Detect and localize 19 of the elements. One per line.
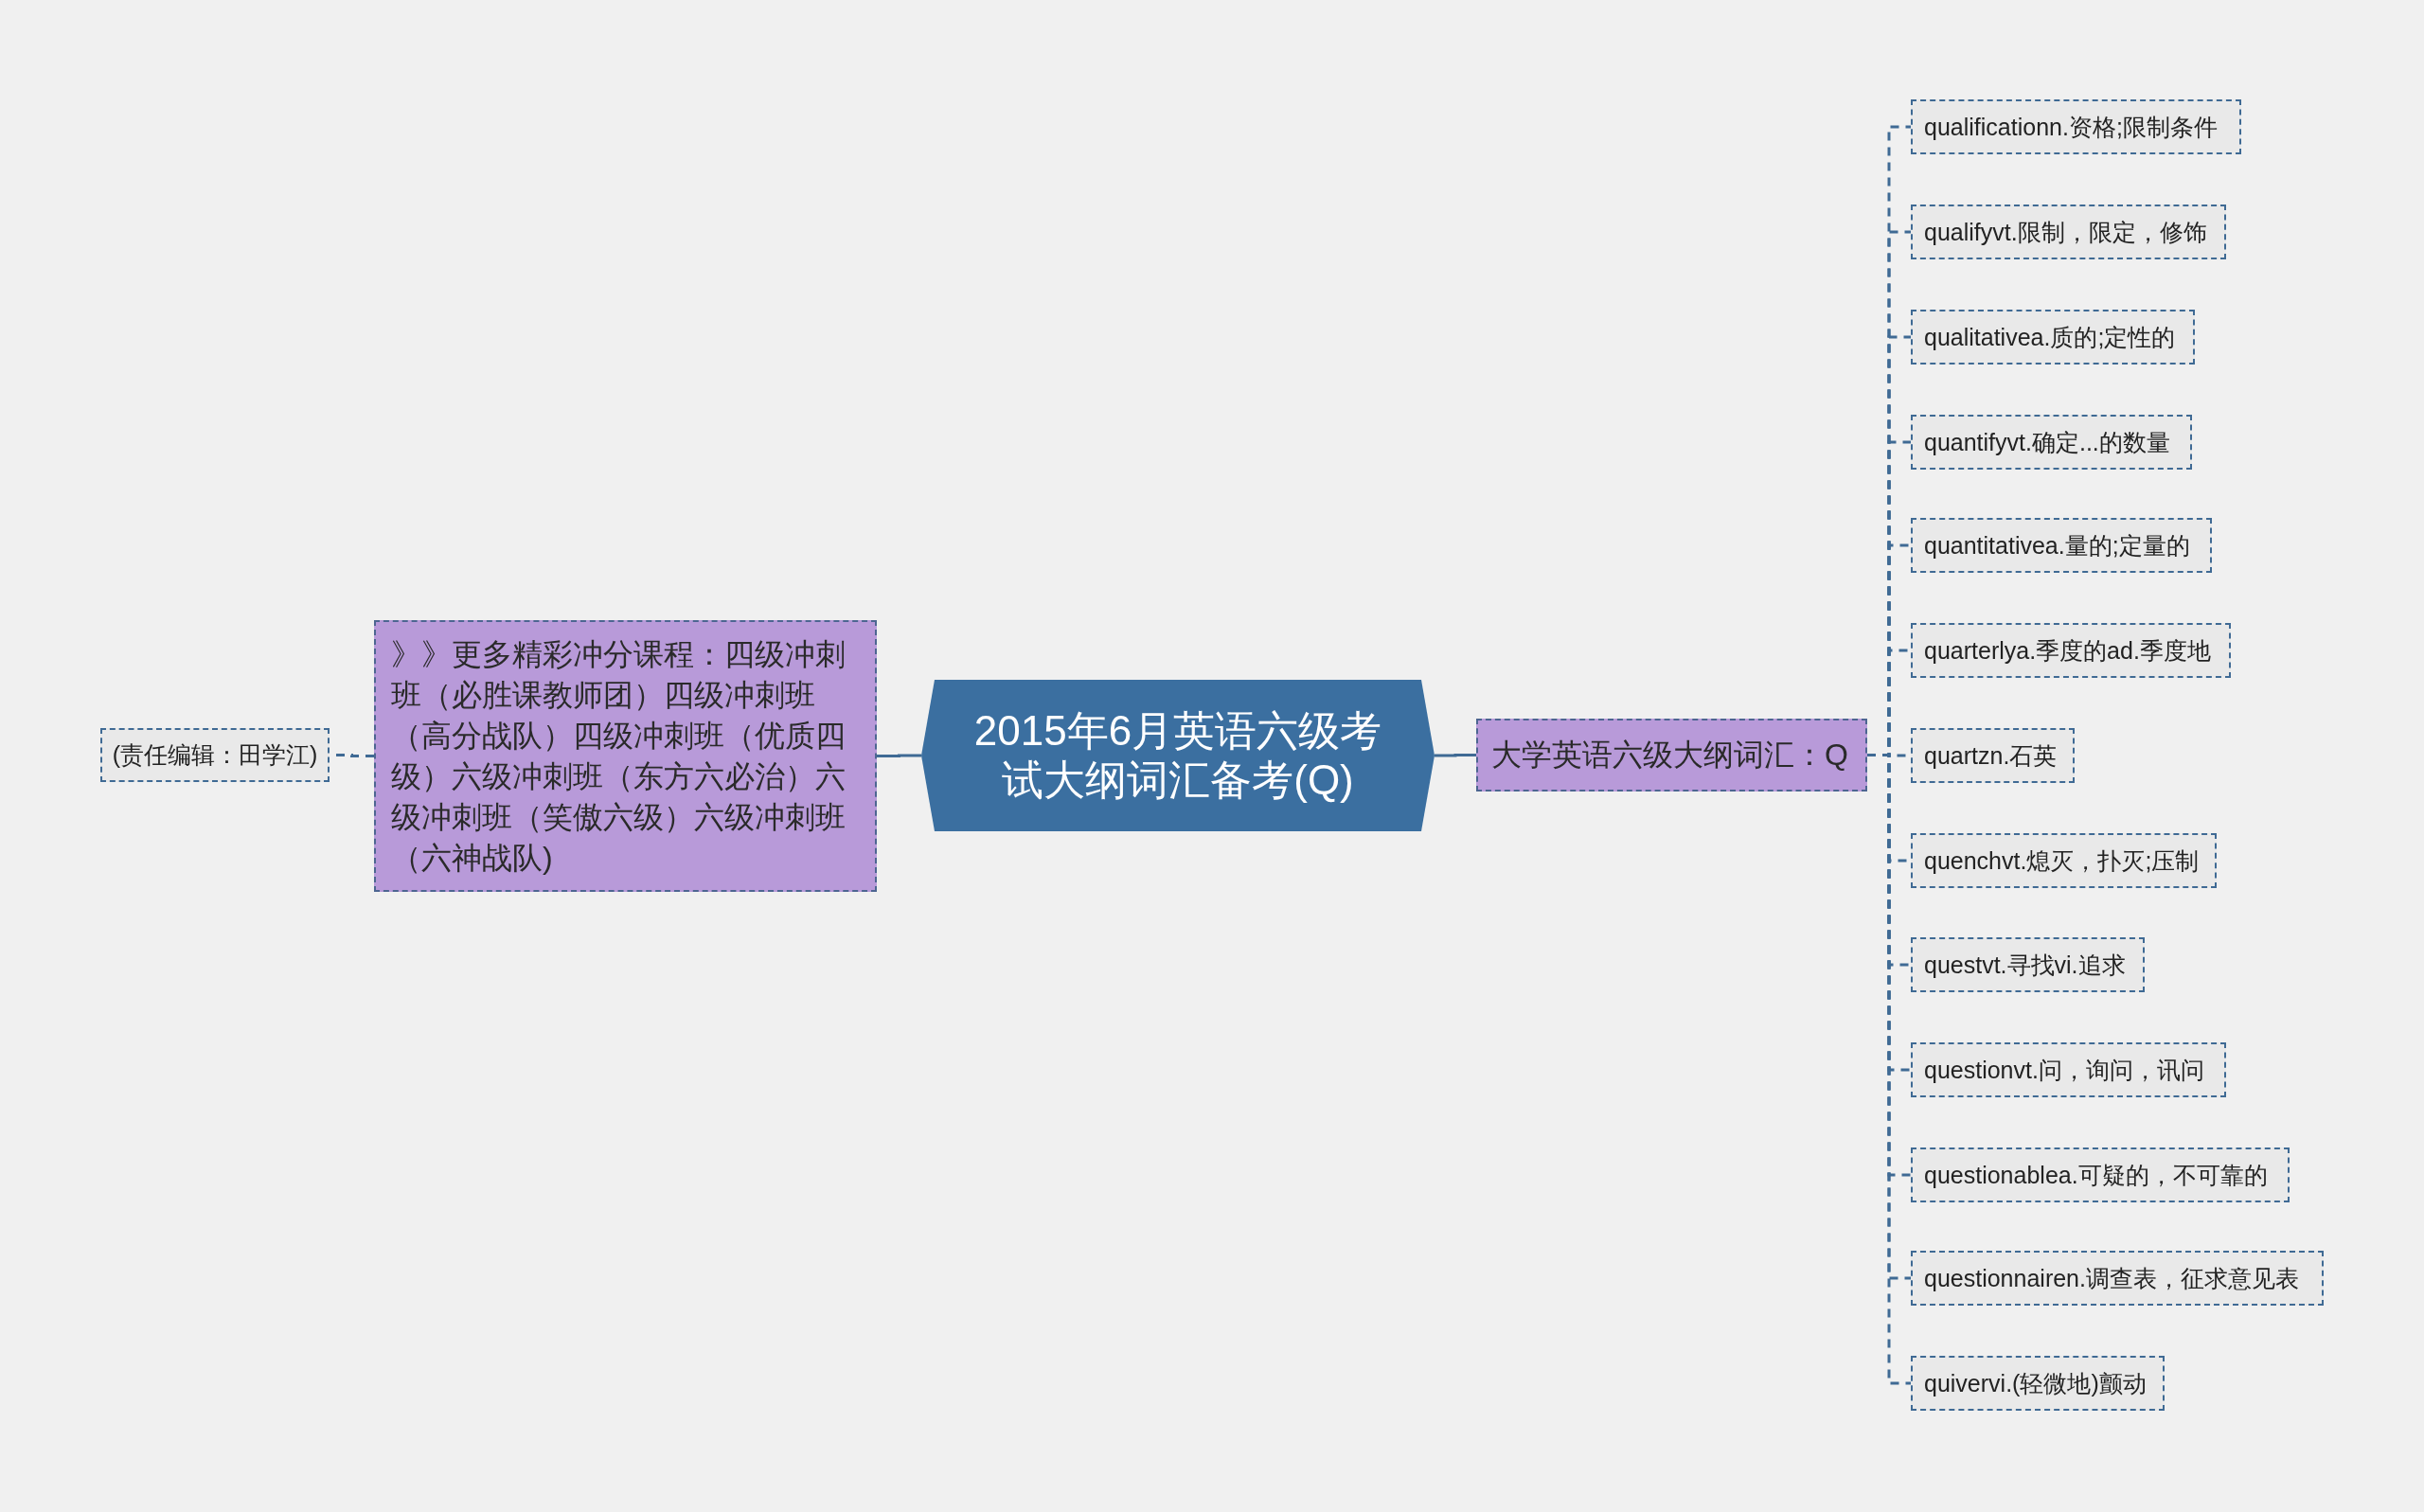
vocabulary-box: quivervi.(轻微地)颤动	[1911, 1356, 2165, 1411]
connector-line	[1435, 754, 1476, 757]
connector-line	[877, 754, 921, 757]
vocabulary-box: quartzn.石英	[1911, 728, 2075, 783]
vocabulary-box: quantitativea.量的;定量的	[1911, 518, 2212, 573]
vocabulary-box: questionnairen.调查表，征求意见表	[1911, 1251, 2324, 1306]
course-note-box: 》》更多精彩冲分课程：四级冲刺班（必胜课教师团）四级冲刺班（高分战队）四级冲刺班（优质四级）六级冲刺班（东方六必治）六级冲刺班（笑傲六级）六级冲刺班（六神战队)	[374, 620, 877, 892]
vocabulary-box: quarterlya.季度的ad.季度地	[1911, 623, 2231, 678]
topic-title: 2015年6月英语六级考试大纲词汇备考(Q)	[972, 706, 1383, 805]
vocabulary-box: qualifyvt.限制，限定，修饰	[1911, 205, 2226, 259]
vocabulary-box: questionablea.可疑的，不可靠的	[1911, 1147, 2290, 1202]
editor-note-box: (责任编辑：田学江)	[100, 728, 330, 782]
vocabulary-box: questionvt.问，询问，讯问	[1911, 1042, 2226, 1097]
vocabulary-box: qualificationn.资格;限制条件	[1911, 99, 2241, 154]
vocabulary-box: qualitativea.质的;定性的	[1911, 310, 2195, 365]
branch-topic-box: 大学英语六级大纲词汇：Q	[1476, 719, 1867, 792]
vocabulary-box: questvt.寻找vi.追求	[1911, 937, 2145, 992]
vocabulary-box: quantifyvt.确定...的数量	[1911, 415, 2192, 470]
vocabulary-box: quenchvt.熄灭，扑灭;压制	[1911, 833, 2217, 888]
